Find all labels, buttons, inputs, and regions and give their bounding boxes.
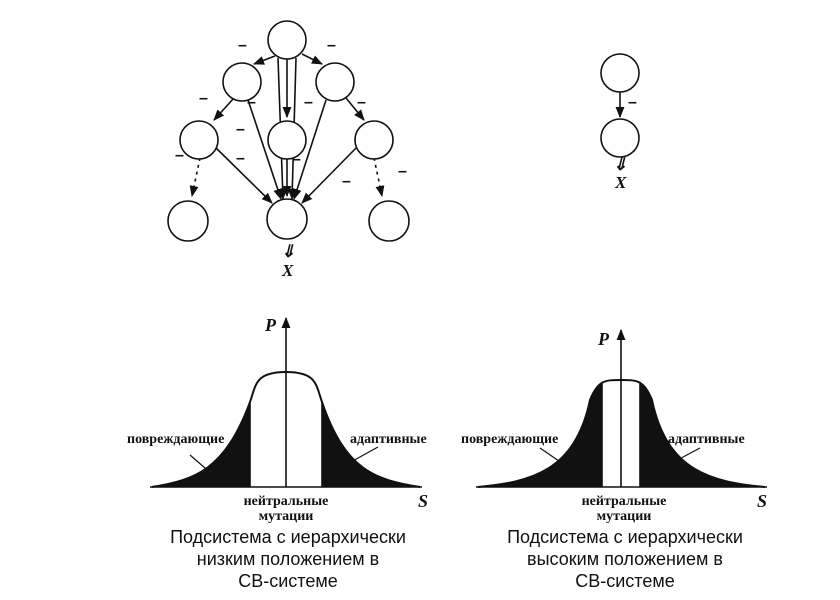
node-level3-right — [354, 120, 394, 160]
right-plot-damaging-label: повреждающие — [461, 432, 558, 447]
chain-output-x-label: X — [614, 173, 627, 192]
edge — [292, 99, 327, 201]
output-x-label: X — [281, 261, 294, 280]
edge-dashed — [189, 157, 201, 198]
left-plot-adaptive-label: адаптивные — [350, 432, 427, 447]
edge — [213, 145, 273, 204]
sign-minus: – — [304, 94, 313, 111]
left-plot-caption-line2: низким положением в — [197, 549, 379, 569]
node-level4-right — [368, 200, 410, 242]
hierarchy-graph — [167, 20, 410, 242]
right-plot-neutral-label: нейтральные — [582, 494, 667, 509]
edge-dashed — [373, 157, 385, 198]
sign-minus: – — [342, 173, 351, 190]
sign-minus: – — [327, 37, 336, 54]
left-plot-neutral-label: нейтральные — [244, 494, 329, 509]
right-plot-caption-line3: СВ-системе — [575, 571, 675, 591]
edge — [301, 53, 324, 65]
chain-node-top — [600, 53, 640, 93]
right-plot-y-label: P — [597, 329, 610, 349]
chain-output-arrow: ⇓ — [613, 155, 627, 174]
edge — [252, 55, 276, 65]
right-plot-mutations-label: мутации — [597, 509, 652, 524]
left-tail-shade — [152, 402, 250, 487]
node-level2-left — [222, 62, 262, 102]
right-plot-caption-line1: Подсистема с иерархически — [507, 527, 743, 547]
node-level3-left — [179, 120, 219, 160]
sign-minus: – — [628, 94, 637, 111]
edge — [301, 145, 359, 204]
right-plot-x-label: S — [757, 491, 767, 511]
edge — [213, 97, 235, 121]
node-root — [267, 20, 307, 60]
sign-minus: – — [236, 150, 245, 167]
sign-minus: – — [292, 151, 301, 168]
edge — [247, 99, 283, 201]
left-plot-damaging-label: повреждающие — [127, 432, 224, 447]
sign-minus: – — [238, 37, 247, 54]
small-chain — [600, 53, 640, 158]
right-plot-caption-line2: высоким положением в — [527, 549, 723, 569]
sign-minus: – — [398, 163, 407, 180]
node-level4-left — [167, 200, 209, 242]
left-plot-caption-line3: СВ-системе — [238, 571, 338, 591]
left-plot-x-label: S — [418, 491, 428, 511]
pointer-left — [189, 454, 221, 482]
sign-minus: – — [236, 121, 245, 138]
right-tail-shade — [640, 383, 765, 487]
left-plot-caption-line1: Подсистема с иерархически — [170, 527, 406, 547]
sign-minus: – — [175, 147, 184, 164]
edge — [345, 97, 365, 121]
right-tail-shade — [322, 402, 420, 487]
output-arrow: ⇓ — [281, 242, 295, 261]
pointer-right — [667, 447, 701, 466]
left-tail-shade — [478, 383, 602, 487]
node-level2-right — [315, 62, 355, 102]
left-plot-mutations-label: мутации — [259, 509, 314, 524]
pointer-right — [339, 446, 379, 469]
node-level3-center — [267, 120, 307, 160]
sign-minus: – — [247, 94, 256, 111]
right-plot — [476, 328, 767, 488]
sign-minus: – — [357, 94, 366, 111]
hierarchy-signs: – – – – – – – – – – – – — [175, 37, 407, 190]
left-plot-y-label: P — [264, 315, 277, 335]
right-plot-adaptive-label: адаптивные — [668, 432, 745, 447]
sign-minus: – — [199, 90, 208, 107]
node-output — [266, 198, 308, 240]
pointer-left — [539, 447, 573, 471]
left-plot — [150, 316, 422, 488]
chain-node-bottom — [600, 118, 640, 158]
